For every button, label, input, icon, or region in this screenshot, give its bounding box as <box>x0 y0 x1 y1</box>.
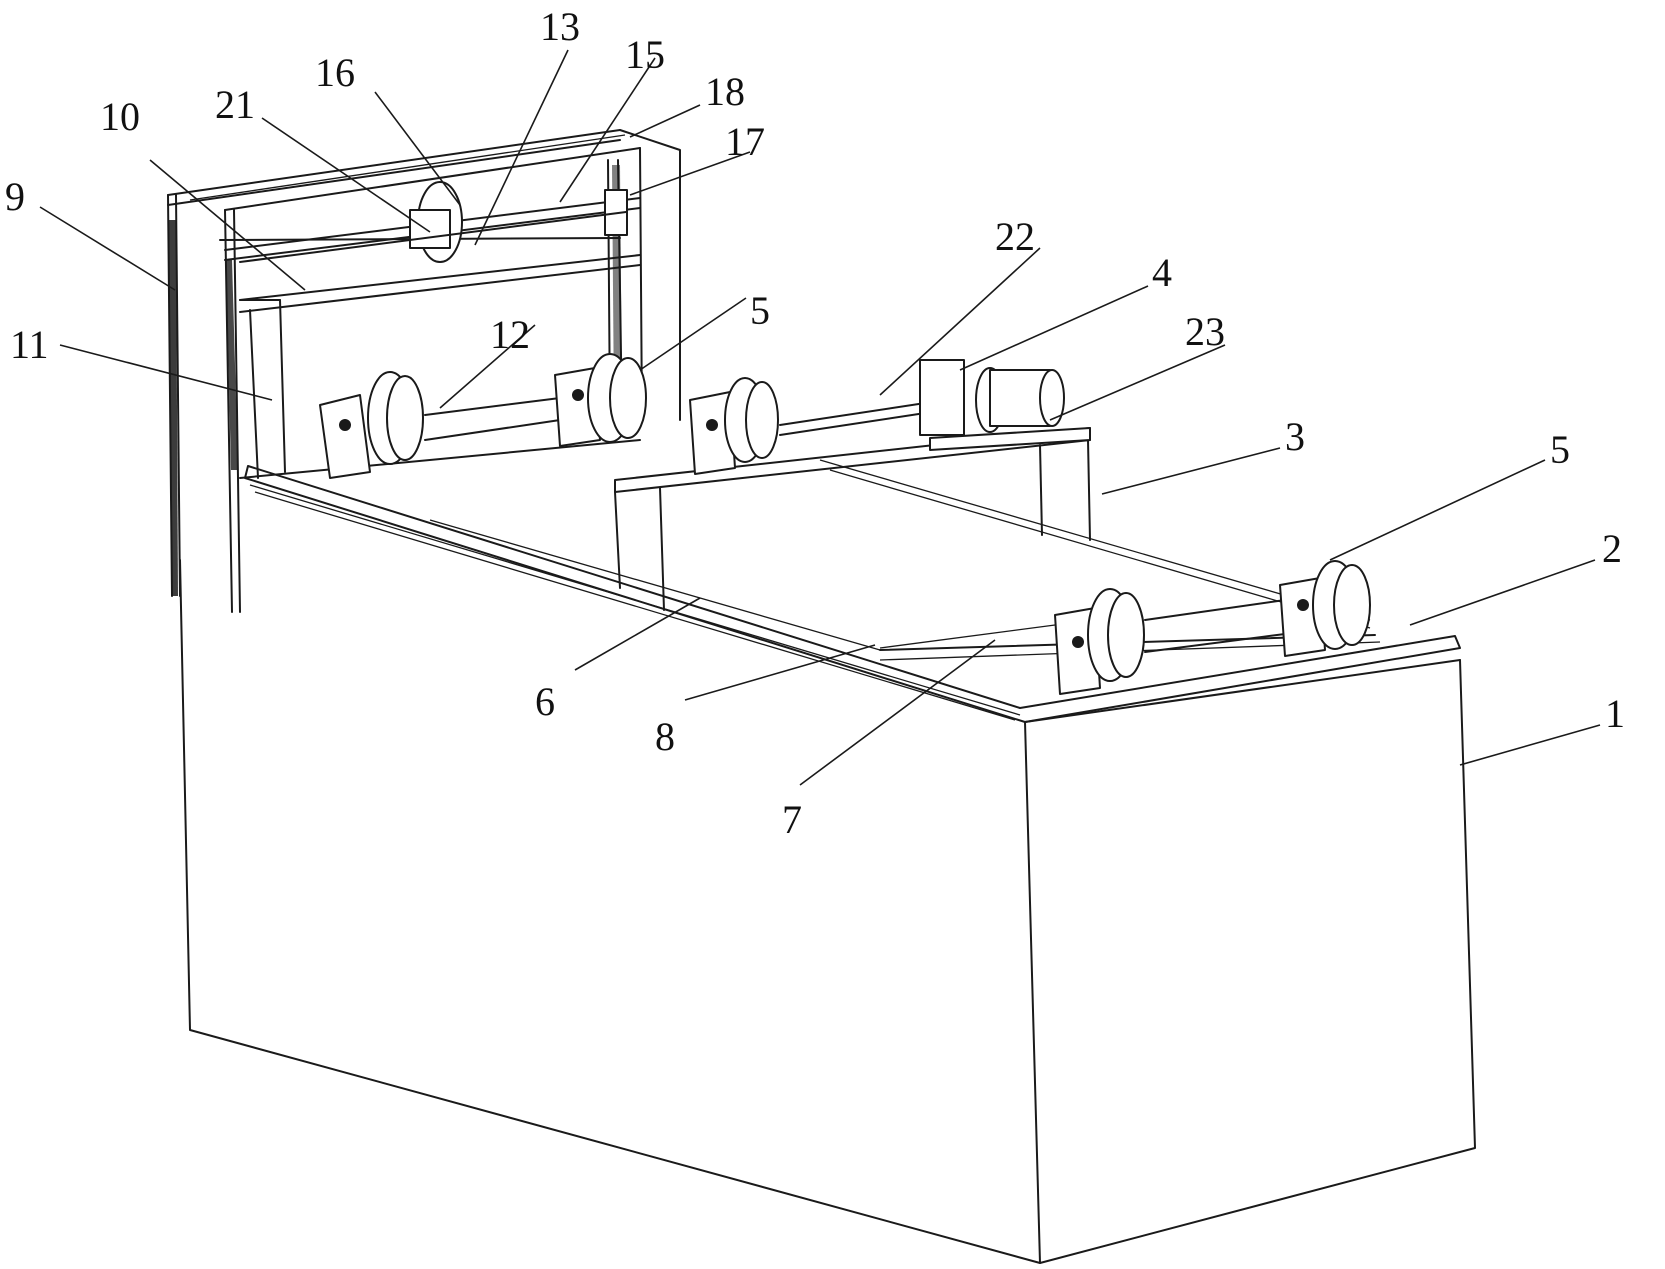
label-10: 10 <box>100 94 140 139</box>
label-15: 15 <box>625 32 665 77</box>
label-23: 23 <box>1185 309 1225 354</box>
left-upright-frame <box>167 129 641 613</box>
label-2: 2 <box>1602 526 1622 571</box>
label-11: 11 <box>10 322 49 367</box>
top-gantry <box>219 129 681 421</box>
center-pulley <box>689 377 779 475</box>
motor-bracket <box>919 359 965 436</box>
left-pulley-assembly <box>319 353 647 479</box>
label-22: 22 <box>995 214 1035 259</box>
label-3: 3 <box>1285 414 1305 459</box>
label-7: 7 <box>782 797 802 842</box>
label-17: 17 <box>725 119 765 164</box>
top-pulley-bracket <box>409 209 451 249</box>
label-8: 8 <box>655 714 675 759</box>
label-1: 1 <box>1605 691 1625 736</box>
right-pulley-assembly <box>879 560 1371 695</box>
label-12: 12 <box>490 312 530 357</box>
leader-lines <box>39 49 1601 786</box>
label-9: 9 <box>5 174 25 219</box>
label-5-upper: 5 <box>750 288 770 333</box>
part-labels: 1 2 3 4 5 5 6 7 8 9 10 11 12 13 15 16 17… <box>5 4 1625 842</box>
label-4: 4 <box>1152 250 1172 295</box>
label-6: 6 <box>535 679 555 724</box>
label-13: 13 <box>540 4 580 49</box>
top-plate <box>244 465 1461 723</box>
label-16: 16 <box>315 50 355 95</box>
left-inner-frame <box>239 299 641 479</box>
label-21: 21 <box>215 82 255 127</box>
base-box <box>179 559 1476 1264</box>
label-5-lower: 5 <box>1550 427 1570 472</box>
label-18: 18 <box>705 69 745 114</box>
motor-assembly <box>779 359 1091 451</box>
